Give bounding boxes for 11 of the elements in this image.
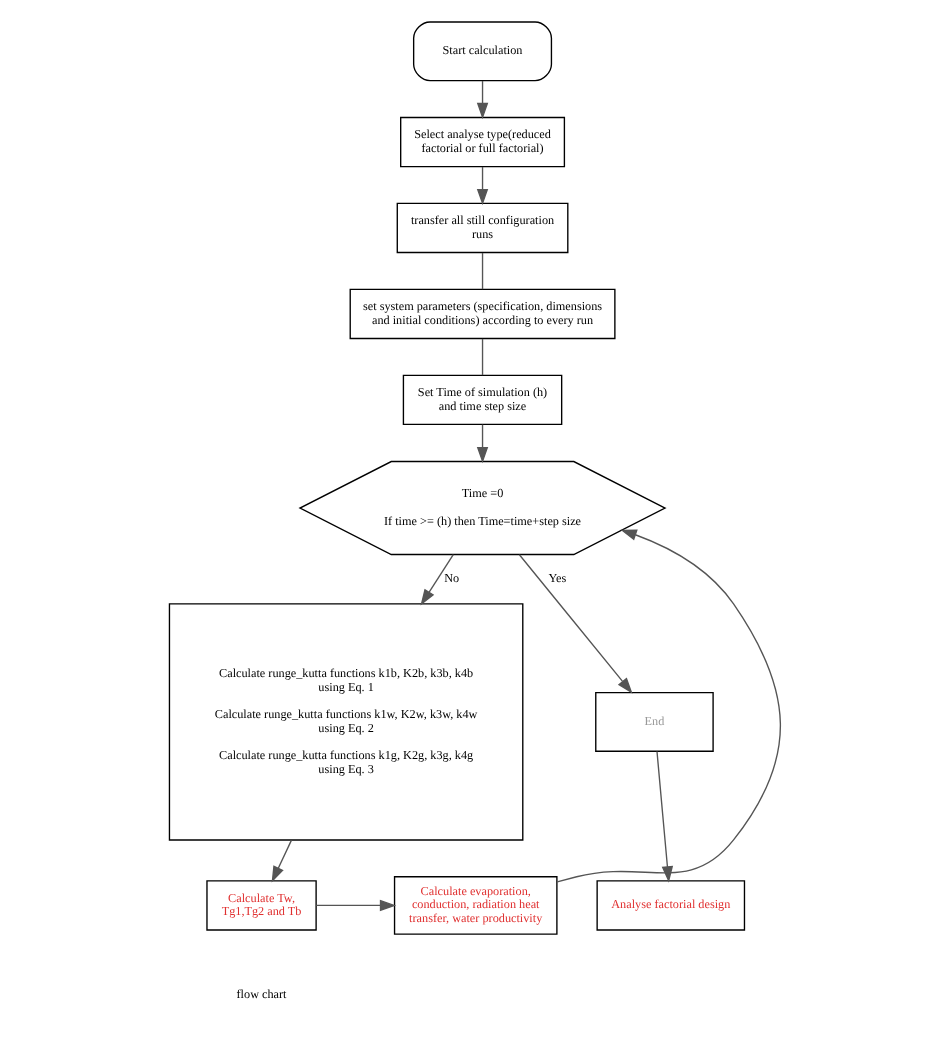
arrow <box>270 839 292 883</box>
connector <box>480 252 483 290</box>
arrow <box>475 423 488 464</box>
arrow <box>475 166 488 206</box>
arrow <box>419 554 453 606</box>
arrow <box>475 80 488 120</box>
arrow <box>655 750 673 883</box>
connector <box>480 338 483 376</box>
arrow <box>517 554 632 694</box>
arrow <box>314 899 396 912</box>
arrow <box>555 529 781 883</box>
